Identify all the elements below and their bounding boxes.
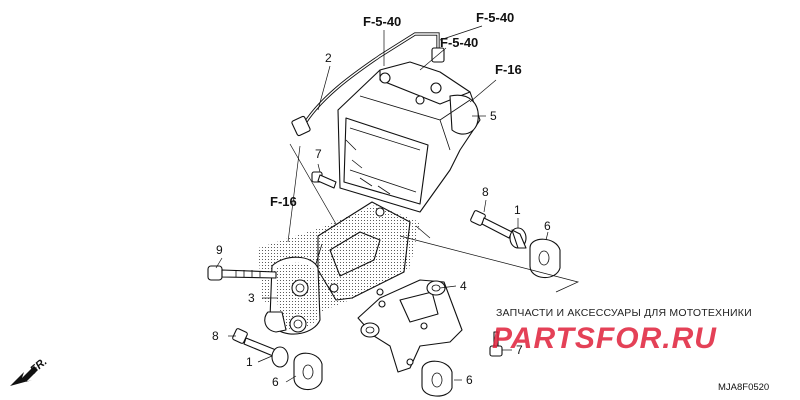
callout-8-right: 8: [482, 185, 489, 199]
callout-6-bottom: 6: [466, 373, 473, 387]
leader-lines: [215, 25, 580, 383]
ref-f-5-40-right[interactable]: F-5-40: [476, 10, 514, 25]
callout-4: 4: [460, 279, 467, 293]
callout-9: 9: [216, 243, 223, 257]
ref-f-5-40-mid[interactable]: F-5-40: [440, 35, 478, 50]
bracket-3: [264, 256, 321, 335]
callout-1-left: 1: [246, 355, 253, 369]
diagram-code: MJA8F0520: [718, 382, 769, 393]
bolt-7-top: [311, 171, 337, 189]
fastener-set-left: [232, 328, 323, 391]
watermark-tagline: ЗАПЧАСТИ И АКСЕССУАРЫ ДЛЯ МОТОТЕХНИКИ: [496, 307, 752, 319]
callout-1-right: 1: [514, 203, 521, 217]
callout-8-left: 8: [212, 329, 219, 343]
bolt-9: [207, 265, 277, 281]
lower-bracket-4: [357, 279, 463, 373]
ref-f-16-top[interactable]: F-16: [495, 62, 522, 77]
fastener-set-bottom: [421, 331, 503, 397]
callout-3: 3: [248, 291, 255, 305]
callout-5: 5: [490, 109, 497, 123]
abs-modulator: [337, 61, 481, 213]
front-direction-arrow: FR.: [10, 356, 50, 386]
callout-6-left: 6: [272, 375, 279, 389]
fastener-set-right: [470, 210, 561, 279]
callout-7-bottom: 7: [516, 343, 523, 357]
ref-f-5-40-top[interactable]: F-5-40: [363, 14, 401, 29]
watermark-logo: PARTSFOR.RU: [492, 322, 717, 355]
watermark: ЗАПЧАСТИ И АКСЕССУАРЫ ДЛЯ МОТОТЕХНИКИ PA…: [492, 307, 752, 355]
callout-7-top: 7: [315, 147, 322, 161]
callout-2: 2: [325, 51, 332, 65]
ref-f-16-left[interactable]: F-16: [270, 194, 297, 209]
callout-6-right: 6: [544, 219, 551, 233]
